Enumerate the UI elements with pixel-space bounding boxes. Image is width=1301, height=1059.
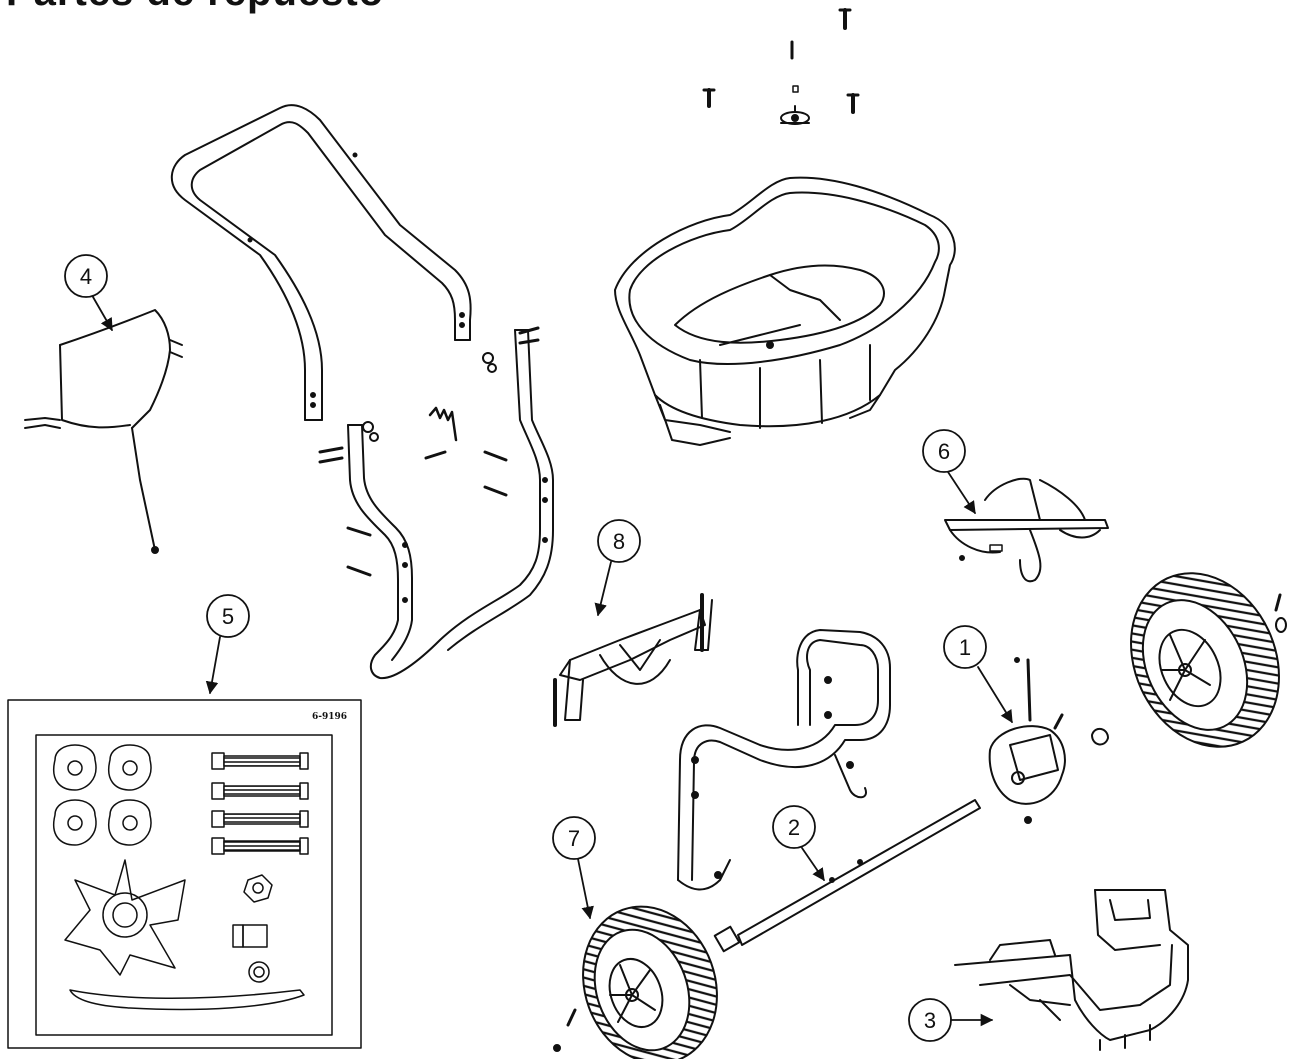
frame <box>677 629 891 891</box>
spacer-icon <box>232 924 268 948</box>
callout-1: 1 <box>943 625 1013 724</box>
impeller-icon <box>64 859 186 976</box>
long-bolt-icon <box>211 752 309 855</box>
hex-nut-icon <box>243 874 273 903</box>
deflector-shield <box>944 477 1109 583</box>
washer-icon <box>248 961 270 983</box>
bolt-icon <box>346 526 372 577</box>
callout-2: 2 <box>772 805 825 882</box>
left-wheel <box>553 905 718 1059</box>
callout-6: 6 <box>922 429 976 515</box>
svg-text:6: 6 <box>938 439 950 464</box>
handle-upper <box>170 104 472 421</box>
handle-lower <box>347 329 554 680</box>
axle <box>713 799 981 953</box>
callout-3: 3 <box>908 998 994 1042</box>
svg-text:4: 4 <box>80 264 92 289</box>
kit-code: 6-9196 <box>312 712 347 722</box>
bolt-icon <box>566 1008 577 1027</box>
page-title: Partes de repuesto <box>6 0 384 15</box>
bolt-icon <box>483 450 508 497</box>
bracket-plate-icon <box>780 105 810 125</box>
impeller-hub-icon <box>53 744 152 846</box>
svg-text:5: 5 <box>222 604 234 629</box>
handle-hardware <box>318 326 540 577</box>
bolt-icon <box>702 88 716 108</box>
right-wheel <box>1130 572 1287 748</box>
bolt-icon <box>846 93 860 114</box>
callout-5: 5 <box>205 594 250 695</box>
svg-text:2: 2 <box>788 815 800 840</box>
knob-icon <box>362 421 379 442</box>
bolt-icon <box>838 8 852 30</box>
bolt-icon <box>1274 593 1282 612</box>
deflector-icon <box>69 989 305 1011</box>
hopper <box>614 176 956 446</box>
control-cable <box>24 309 183 554</box>
svg-text:1: 1 <box>959 635 971 660</box>
callout-4: 4 <box>64 254 113 332</box>
agitator <box>553 593 713 727</box>
spring-icon <box>424 406 458 460</box>
bolt-icon <box>518 326 540 345</box>
callout-7: 7 <box>552 816 596 920</box>
knob-icon <box>482 352 497 373</box>
base-pan <box>954 889 1189 1051</box>
svg-text:8: 8 <box>613 529 625 554</box>
bolt-icon <box>318 446 344 464</box>
hopper-hardware <box>702 8 860 125</box>
gearbox <box>988 657 1109 824</box>
callout-8: 8 <box>594 519 641 617</box>
svg-text:3: 3 <box>924 1008 936 1033</box>
washer-icon <box>1275 617 1287 633</box>
nut-icon <box>792 85 799 93</box>
hardware-kit <box>7 699 362 1049</box>
svg-text:7: 7 <box>568 826 580 851</box>
